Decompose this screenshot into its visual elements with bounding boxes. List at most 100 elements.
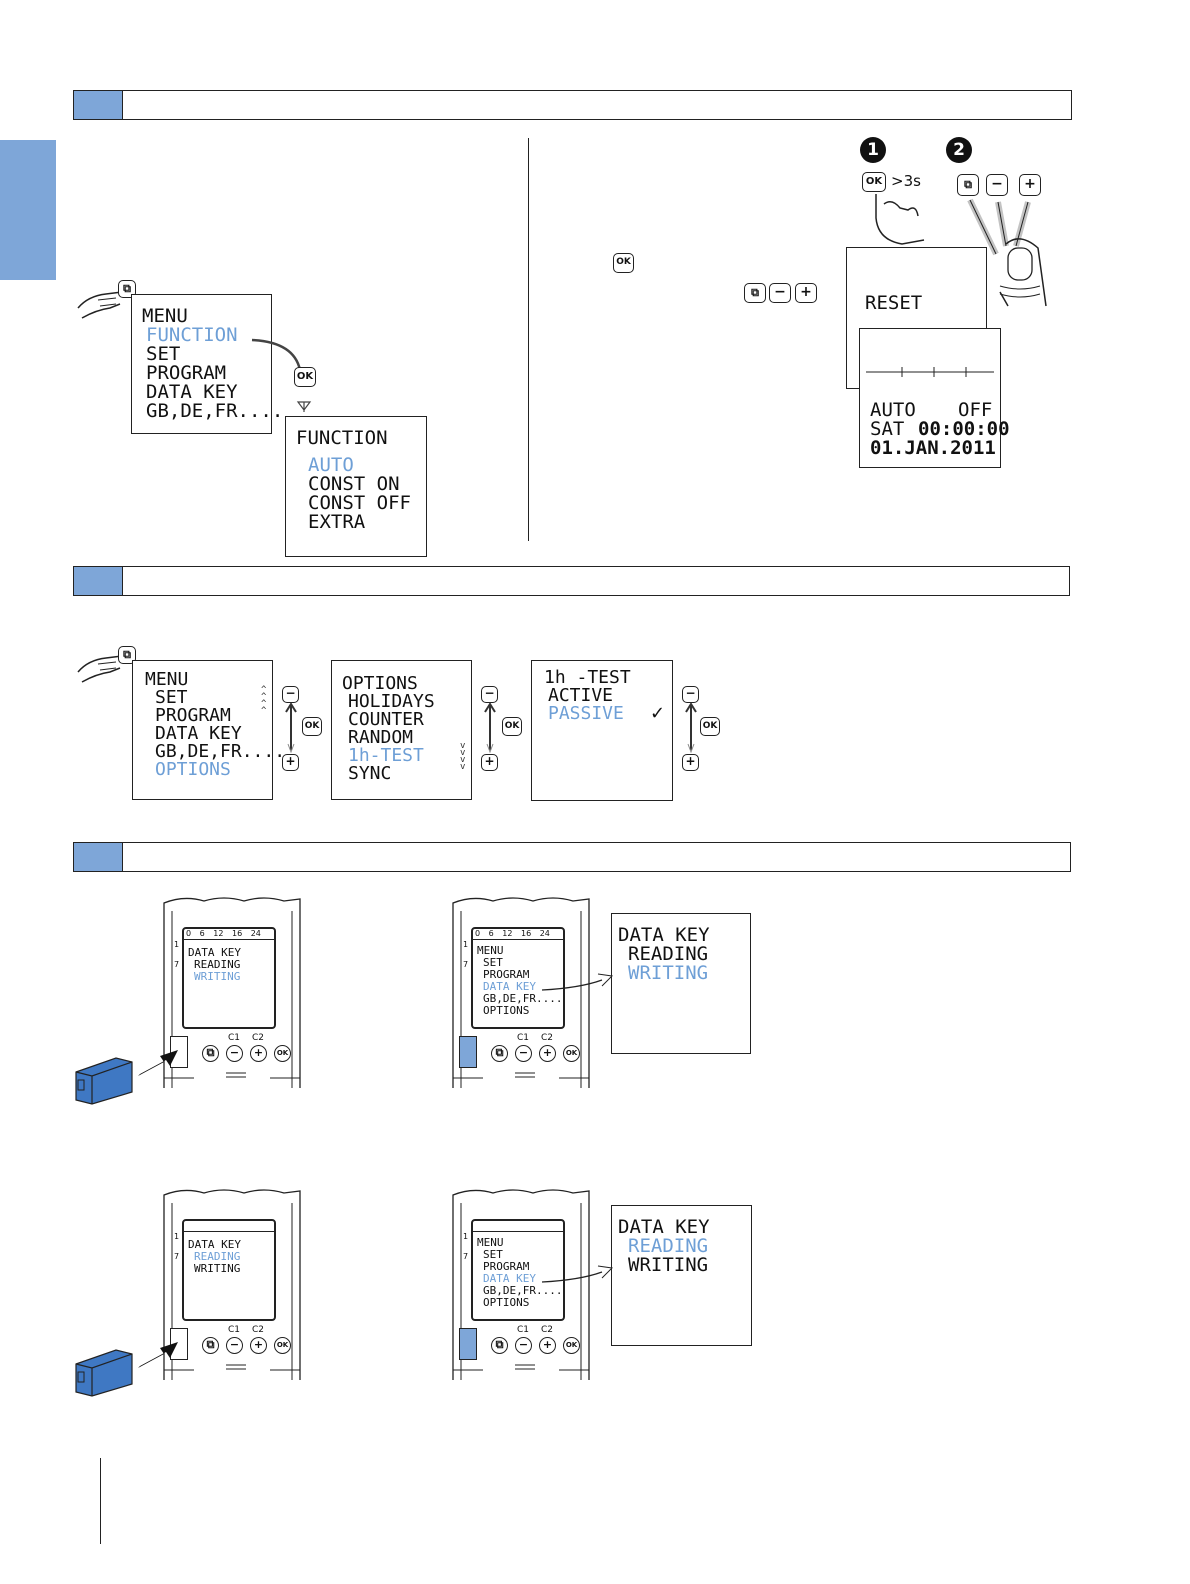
- ok-key-icon[interactable]: OK: [274, 1045, 291, 1062]
- plus-key-icon[interactable]: +: [539, 1045, 556, 1062]
- menu-key-icon[interactable]: ⧉: [202, 1045, 219, 1062]
- data-key-slot[interactable]: [170, 1328, 188, 1360]
- device-line: GB,DE,FR....: [483, 1284, 563, 1297]
- minus-key-icon[interactable]: −: [515, 1337, 532, 1354]
- lcd-line-highlight: FUNCTION: [146, 324, 238, 346]
- lcd-line: 1h -TEST: [544, 667, 631, 688]
- device-line: DATA KEY: [188, 1238, 241, 1251]
- minus-key-icon: −: [986, 174, 1008, 196]
- lcd-line-highlight: AUTO: [308, 454, 354, 476]
- device-line: GB,DE,FR....: [483, 992, 563, 1005]
- lcd-line: MENU: [142, 305, 188, 327]
- arrow-callout: [541, 1265, 614, 1283]
- lcd-line: PROGRAM: [146, 362, 227, 384]
- minus-key-icon: −: [282, 686, 299, 703]
- lcd-day: SAT: [870, 418, 905, 440]
- plus-key-icon[interactable]: +: [250, 1045, 267, 1062]
- ok-key-icon[interactable]: OK: [274, 1337, 291, 1354]
- data-key-slot[interactable]: [170, 1036, 188, 1068]
- device-line-highlight: DATA KEY: [483, 980, 536, 993]
- lcd-time: 00:00:00: [918, 418, 1010, 440]
- lcd-line: GB,DE,FR....: [155, 741, 286, 762]
- lcd-line: EXTRA: [308, 511, 366, 533]
- arrow-callout: [541, 973, 614, 991]
- up-down-arrow-icon: [484, 702, 496, 754]
- device-line-highlight: WRITING: [194, 970, 241, 983]
- data-key-slot[interactable]: [459, 1036, 477, 1068]
- device-line: OPTIONS: [483, 1004, 530, 1017]
- finger-press-icon: [875, 194, 925, 245]
- ok-key-icon[interactable]: OK: [563, 1045, 580, 1062]
- device-line: OPTIONS: [483, 1296, 530, 1309]
- lcd-line: READING: [628, 943, 709, 965]
- lcd-datakey-writing: DATA KEY READING WRITING: [611, 913, 751, 1054]
- lcd-line-highlight: READING: [628, 1235, 709, 1257]
- device-line: PROGRAM: [483, 968, 530, 981]
- scroll-up-icon: ^^^^: [261, 685, 267, 716]
- device-line: SET: [483, 956, 503, 969]
- ok-key-icon: OK: [502, 717, 522, 736]
- minus-key-icon[interactable]: −: [226, 1337, 243, 1354]
- minus-key-icon: −: [481, 686, 498, 703]
- lcd-line: RESET: [865, 292, 923, 314]
- menu-key-icon[interactable]: ⧉: [491, 1337, 508, 1354]
- up-down-arrow-icon: [685, 702, 697, 754]
- lcd-line-highlight: 1h-TEST: [348, 745, 424, 766]
- lcd-line: OPTIONS: [342, 673, 418, 694]
- c2-label: C2: [541, 1325, 554, 1335]
- step-2-badge: 2: [946, 137, 972, 163]
- section-header-2: [73, 566, 1070, 596]
- menu-key-icon: ⧉: [118, 280, 136, 298]
- side-tab: [0, 140, 56, 280]
- multi-press-thumb-icon: [967, 198, 1047, 307]
- pointing-hand-icon: [77, 655, 123, 683]
- lcd-options: OPTIONS HOLIDAYS COUNTER RANDOM 1h-TEST …: [331, 660, 472, 800]
- menu-key-icon: ⧉: [744, 283, 766, 303]
- time-scale: [866, 367, 994, 377]
- c1-label: C1: [517, 1325, 530, 1335]
- lcd-line: HOLIDAYS: [348, 691, 435, 712]
- device-line: PROGRAM: [483, 1260, 530, 1273]
- device-line: MENU: [477, 1236, 504, 1249]
- lcd-line: DATA KEY: [618, 924, 710, 946]
- device-line: MENU: [477, 944, 504, 957]
- plus-key-icon[interactable]: +: [539, 1337, 556, 1354]
- data-key-slot[interactable]: [459, 1328, 477, 1360]
- insert-arrow-icon: [138, 1342, 178, 1368]
- ok-key-icon[interactable]: OK: [563, 1337, 580, 1354]
- lcd-mode: AUTO: [870, 399, 916, 421]
- minus-key-icon[interactable]: −: [226, 1045, 243, 1062]
- plus-key-icon: +: [682, 754, 699, 771]
- ok-key-icon: OK: [700, 717, 720, 736]
- hour-scale: 0 6 12 16 24: [186, 929, 261, 938]
- device-line: DATA KEY: [188, 946, 241, 959]
- c2-label: C2: [252, 1033, 265, 1043]
- c1-label: C1: [228, 1033, 241, 1043]
- minus-key-icon: −: [769, 283, 791, 303]
- menu-key-icon[interactable]: ⧉: [202, 1337, 219, 1354]
- ok-key-icon: OK: [613, 253, 634, 273]
- column-divider: [528, 138, 529, 541]
- minus-key-icon[interactable]: −: [515, 1045, 532, 1062]
- check-icon: ✓: [650, 703, 666, 724]
- device-line: READING: [194, 958, 241, 971]
- menu-key-icon[interactable]: ⧉: [491, 1045, 508, 1062]
- section-header-1: [73, 90, 1072, 120]
- lcd-line: SET: [155, 687, 188, 708]
- lcd-menu-options: MENU SET PROGRAM DATA KEY GB,DE,FR.... O…: [132, 660, 286, 800]
- lcd-line: SYNC: [348, 763, 392, 784]
- lcd-line: FUNCTION: [296, 427, 388, 449]
- lcd-line: ACTIVE: [548, 685, 614, 706]
- plus-key-icon[interactable]: +: [250, 1337, 267, 1354]
